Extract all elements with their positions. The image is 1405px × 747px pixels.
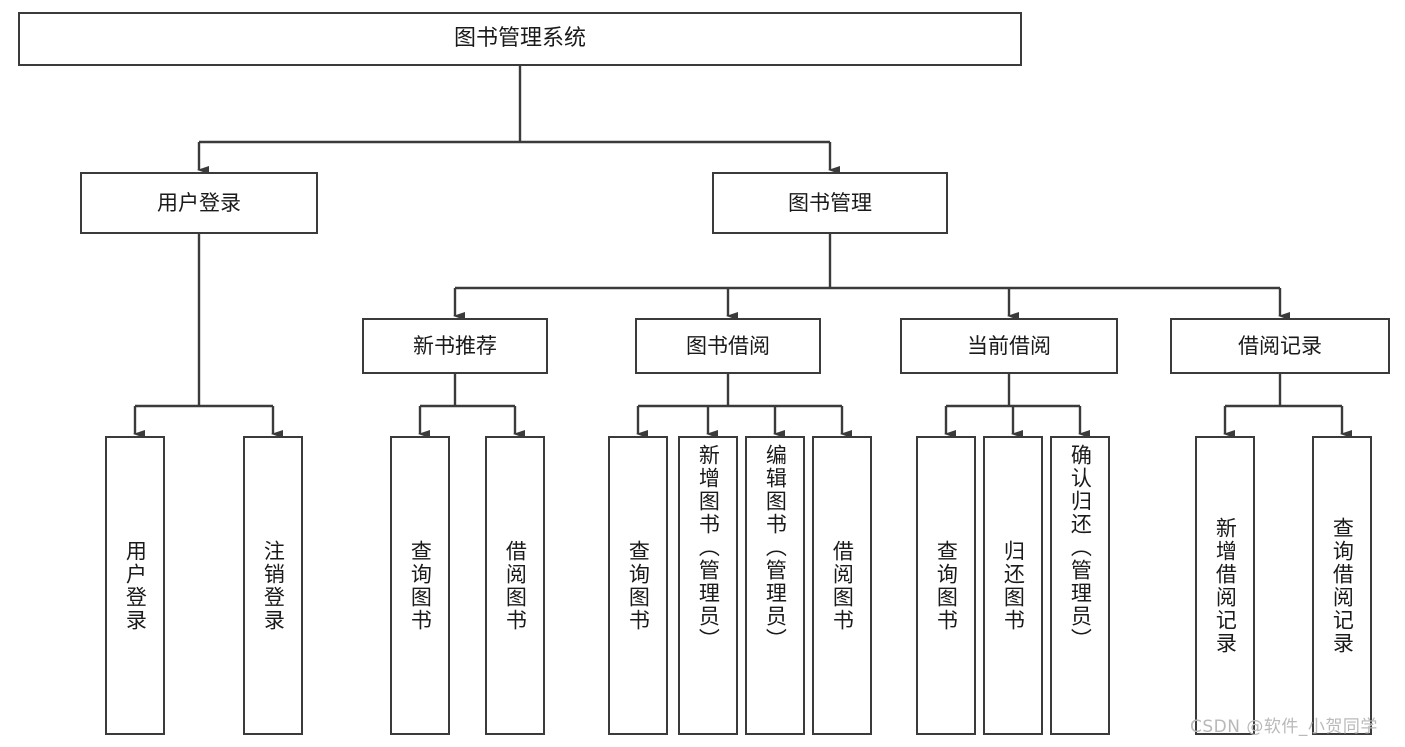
node-label: 查询图书 bbox=[408, 539, 433, 632]
node-label: 借阅记录 bbox=[1238, 333, 1322, 358]
csdn-watermark: CSDN @软件_小贺同学 bbox=[1190, 717, 1378, 737]
node-user-login[interactable]: 用户登录 bbox=[80, 172, 318, 234]
node-leaf-logout[interactable]: 注销登录 bbox=[243, 436, 303, 735]
node-label: 当前借阅 bbox=[967, 333, 1051, 358]
node-current-borrow[interactable]: 当前借阅 bbox=[900, 318, 1118, 374]
node-new-book-rec[interactable]: 新书推荐 bbox=[362, 318, 548, 374]
node-label: 编辑图书（管理员） bbox=[763, 444, 788, 651]
node-label: 图书借阅 bbox=[686, 333, 770, 358]
node-root[interactable]: 图书管理系统 bbox=[18, 12, 1022, 66]
node-label: 借阅图书 bbox=[503, 539, 528, 632]
node-label: 用户登录 bbox=[123, 539, 148, 632]
node-label: 查询借阅记录 bbox=[1330, 516, 1355, 655]
node-label: 新书推荐 bbox=[413, 333, 497, 358]
node-leaf-add-book[interactable]: 新增图书（管理员） bbox=[678, 436, 738, 735]
node-leaf-return-book[interactable]: 归还图书 bbox=[983, 436, 1043, 735]
node-leaf-borrow-book-1[interactable]: 借阅图书 bbox=[485, 436, 545, 735]
node-leaf-query-record[interactable]: 查询借阅记录 bbox=[1312, 436, 1372, 735]
node-label: 新增图书（管理员） bbox=[696, 444, 721, 651]
node-label: 图书管理系统 bbox=[453, 26, 586, 52]
node-label: 查询图书 bbox=[934, 539, 959, 632]
node-label: 归还图书 bbox=[1001, 539, 1026, 632]
node-leaf-add-record[interactable]: 新增借阅记录 bbox=[1195, 436, 1255, 735]
node-book-borrow[interactable]: 图书借阅 bbox=[635, 318, 821, 374]
node-label: 用户登录 bbox=[157, 190, 241, 215]
node-label: 借阅图书 bbox=[830, 539, 855, 632]
node-leaf-query-book-3[interactable]: 查询图书 bbox=[916, 436, 976, 735]
node-leaf-borrow-book-2[interactable]: 借阅图书 bbox=[812, 436, 872, 735]
node-leaf-user-login[interactable]: 用户登录 bbox=[105, 436, 165, 735]
node-label: 确认归还（管理员） bbox=[1068, 444, 1093, 651]
node-label: 查询图书 bbox=[626, 539, 651, 632]
node-leaf-query-book-1[interactable]: 查询图书 bbox=[390, 436, 450, 735]
node-leaf-confirm-return[interactable]: 确认归还（管理员） bbox=[1050, 436, 1110, 735]
node-label: 图书管理 bbox=[788, 190, 872, 215]
node-leaf-query-book-2[interactable]: 查询图书 bbox=[608, 436, 668, 735]
node-label: 注销登录 bbox=[261, 539, 286, 632]
node-borrow-record[interactable]: 借阅记录 bbox=[1170, 318, 1390, 374]
node-leaf-edit-book[interactable]: 编辑图书（管理员） bbox=[745, 436, 805, 735]
node-book-manage[interactable]: 图书管理 bbox=[712, 172, 948, 234]
node-label: 新增借阅记录 bbox=[1213, 516, 1238, 655]
